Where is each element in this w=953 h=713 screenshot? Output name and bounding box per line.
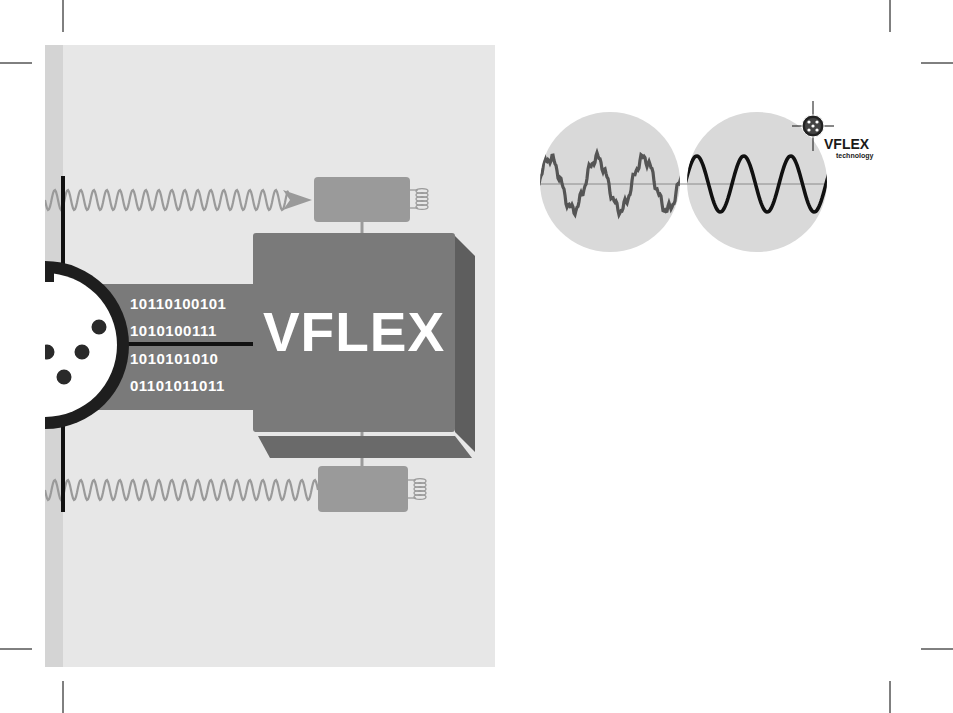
arrow-head: [283, 190, 312, 210]
box-side: [455, 236, 475, 452]
processor-box: [253, 233, 455, 432]
binary-data: 1010100111: [130, 323, 217, 338]
clean-wave: [685, 156, 830, 212]
data-line: [110, 342, 258, 346]
binary-data: 1010101010: [130, 351, 218, 366]
output-module: [318, 466, 408, 512]
brand-title: VFLEX: [263, 305, 445, 360]
input-module: [314, 177, 410, 222]
processor-box: VFLEX: [253, 233, 455, 432]
xlr-face: [45, 273, 117, 417]
xlr-key: [45, 272, 54, 282]
noisy-wave: [538, 153, 682, 215]
logo-tagline: technology: [836, 152, 873, 159]
baseline: [540, 184, 825, 185]
logo-wordmark: VFLEX: [824, 137, 869, 151]
binary-data: 10110100101: [130, 296, 226, 311]
box-base: [258, 436, 472, 458]
xlr-pins: [45, 318, 108, 386]
signal-wave: [45, 480, 318, 500]
xlr-connector: [45, 261, 129, 429]
signal-wave: [45, 190, 288, 210]
binary-data: 01101011011: [130, 378, 225, 393]
